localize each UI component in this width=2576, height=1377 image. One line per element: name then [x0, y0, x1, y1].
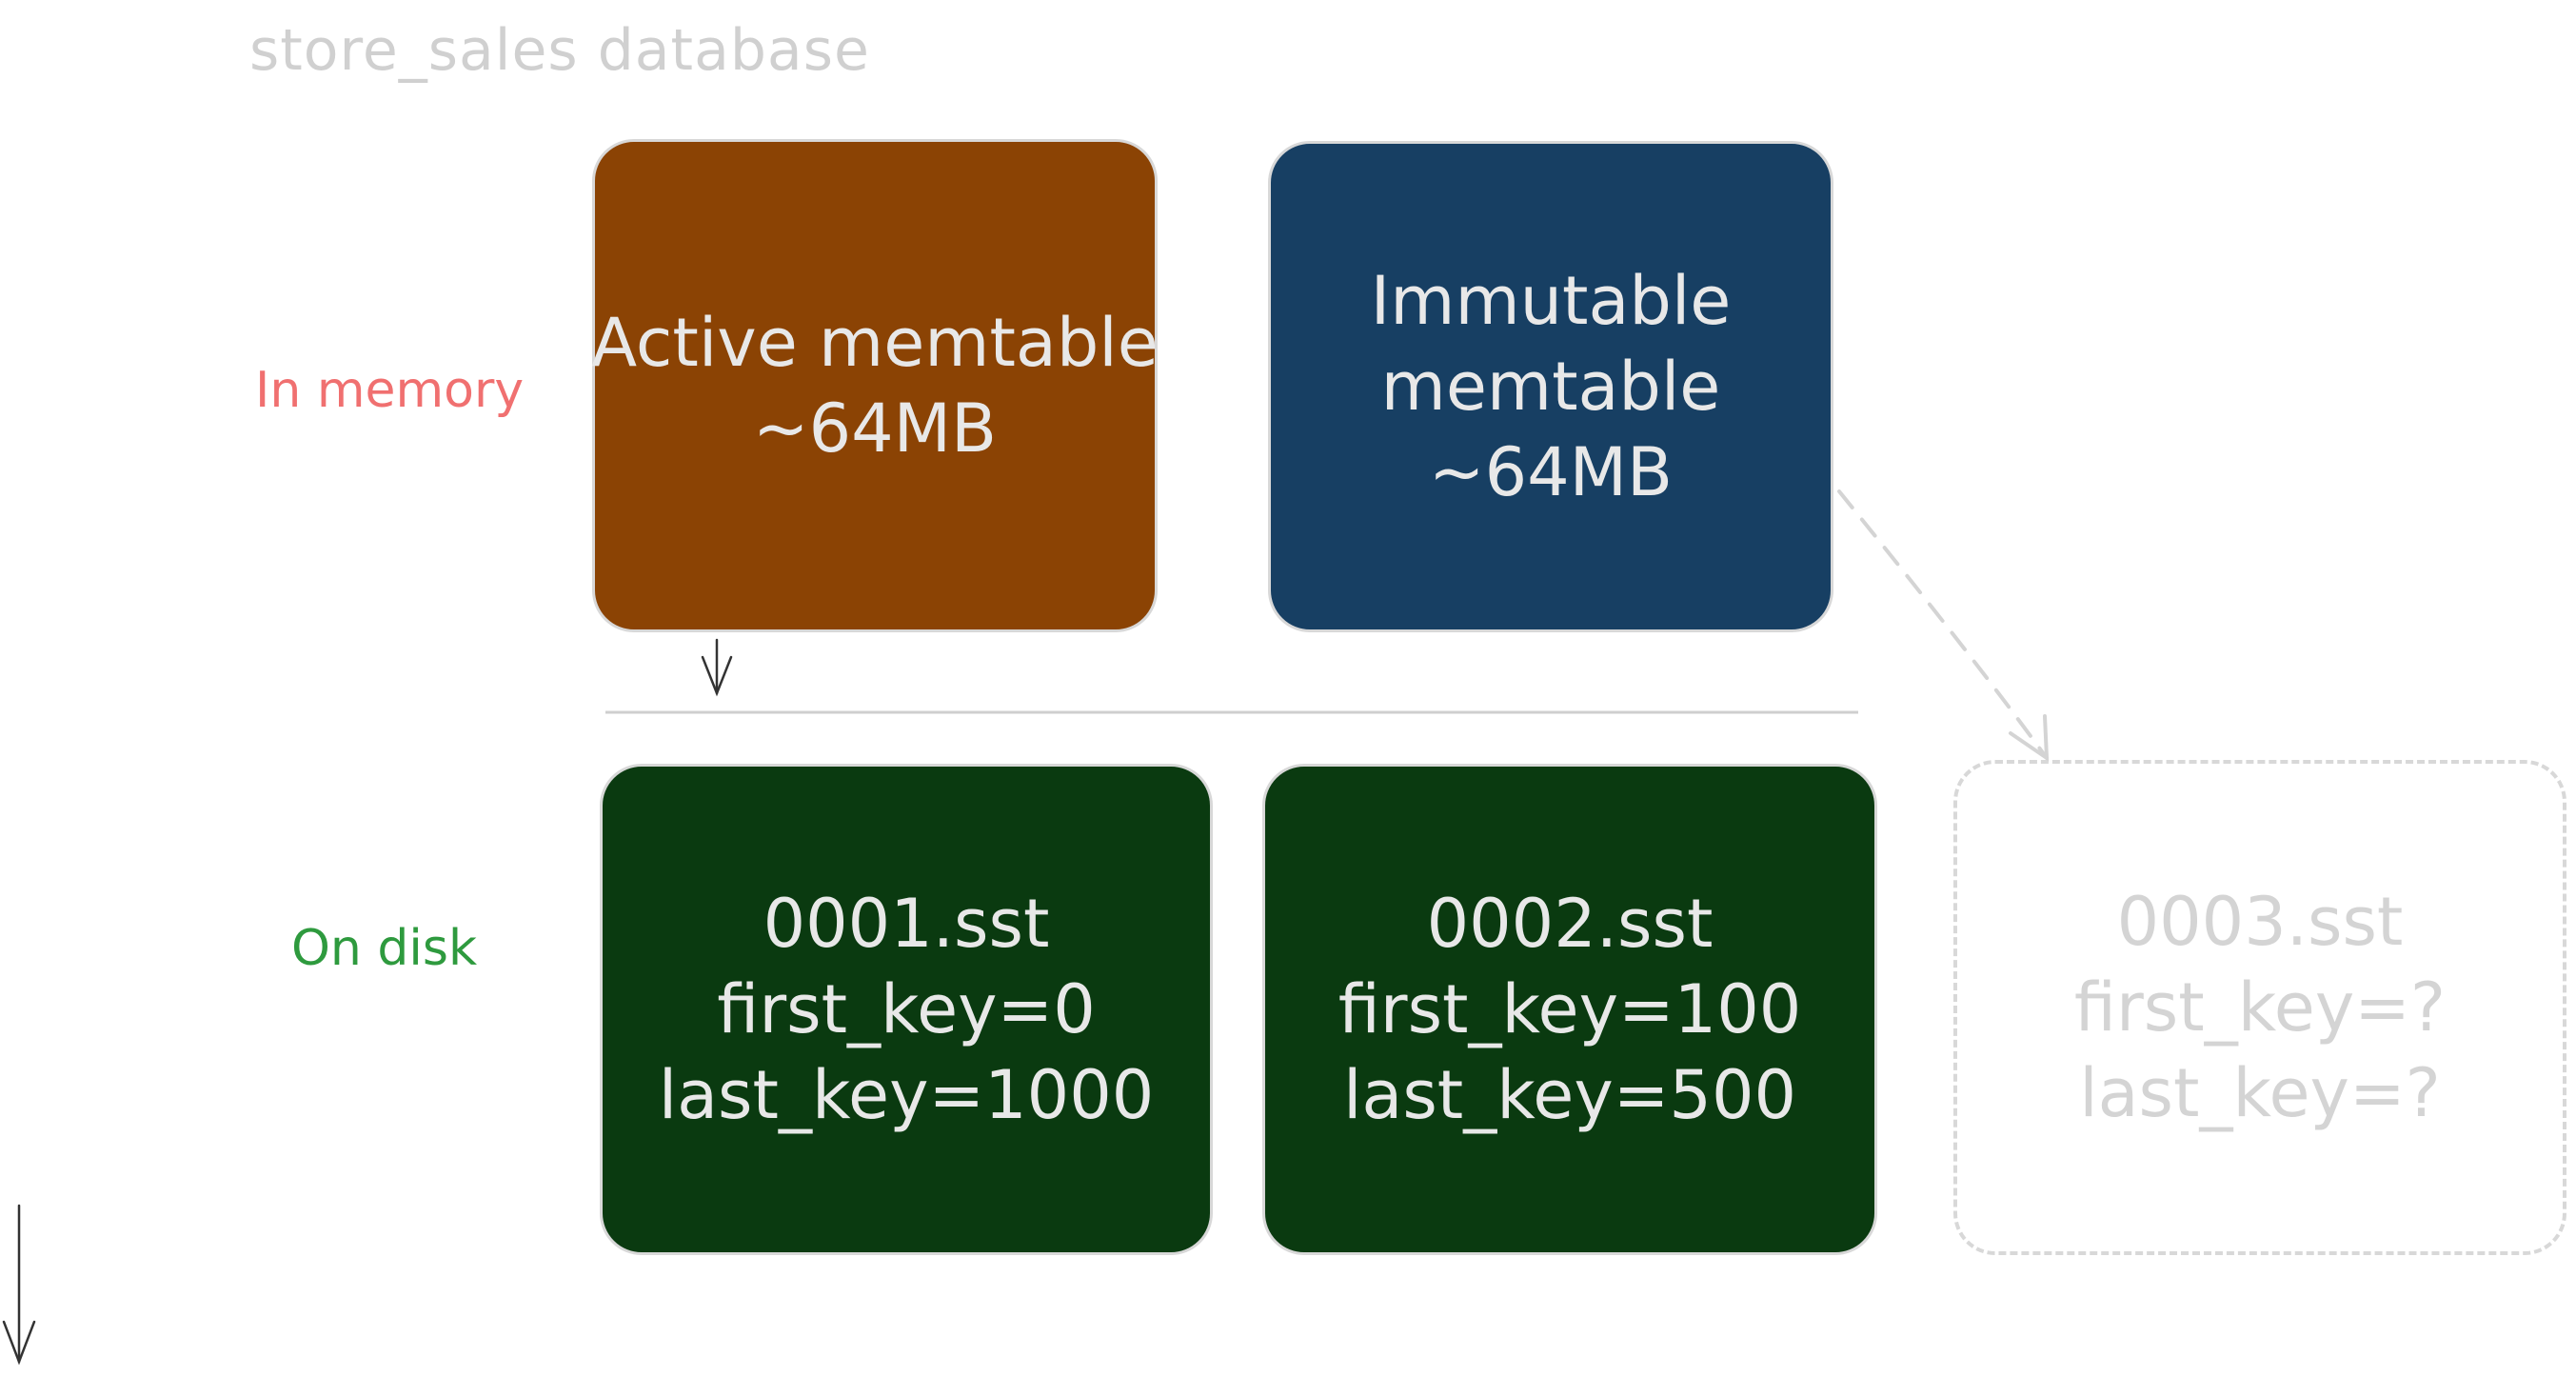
immutable-memtable-title-line1: Immutable	[1370, 262, 1732, 340]
in-memory-label: In memory	[255, 362, 525, 419]
sst-0002-first-key: first_key=100	[1338, 970, 1802, 1048]
time-down-arrow	[2, 1204, 36, 1366]
immutable-memtable-title-line2: memtable	[1380, 348, 1721, 426]
sst-0003-last-key: last_key=?	[2079, 1054, 2441, 1132]
sst-0002-name: 0002.sst	[1426, 885, 1714, 963]
active-memtable-title: Active memtable	[591, 304, 1159, 382]
sst-0003-name: 0003.sst	[2116, 883, 2404, 961]
on-disk-label: On disk	[291, 920, 478, 977]
immutable-memtable-box: Immutable memtable ~64MB	[1268, 141, 1833, 632]
sst-0002-last-key: last_key=500	[1342, 1056, 1797, 1134]
active-memtable-down-arrow	[701, 638, 733, 697]
sst-file-0003-pending-box: 0003.sst first_key=? last_key=?	[1953, 760, 2566, 1255]
immutable-memtable-size: ~64MB	[1428, 433, 1674, 511]
sst-file-0002-box: 0002.sst first_key=100 last_key=500	[1262, 764, 1877, 1255]
sst-0001-first-key: first_key=0	[717, 970, 1096, 1048]
flush-arrow-head	[2009, 714, 2050, 762]
flush-arrow	[1837, 489, 2049, 760]
active-memtable-box: Active memtable ~64MB	[591, 139, 1159, 632]
sst-0003-first-key: first_key=?	[2073, 968, 2447, 1047]
sst-0001-name: 0001.sst	[763, 885, 1050, 963]
sst-file-0001-box: 0001.sst first_key=0 last_key=1000	[600, 764, 1213, 1255]
sst-0001-last-key: last_key=1000	[658, 1056, 1155, 1134]
diagram-title: store_sales database	[249, 17, 870, 84]
active-memtable-size: ~64MB	[752, 389, 998, 468]
